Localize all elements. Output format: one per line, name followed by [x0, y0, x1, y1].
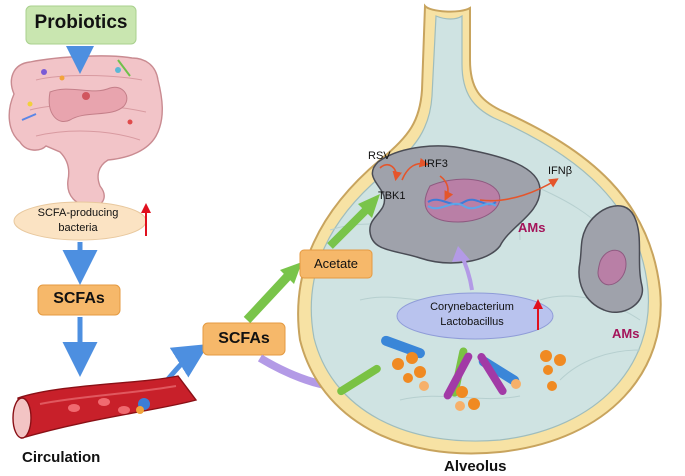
alveolus-label: Alveolus: [444, 458, 507, 475]
circulation-label: Circulation: [22, 449, 101, 466]
arrow-tbk1-to-irf3: [401, 158, 430, 181]
acetate-label: Acetate: [313, 256, 359, 271]
arrow-acetate-to-am: [327, 205, 371, 249]
probiotics-label: Probiotics: [34, 12, 128, 33]
arrow-scfas-to-acetate: [243, 272, 292, 324]
bacteria-cluster: [337, 335, 566, 411]
lung-bacteria-label-line1: Corynebacterium: [430, 301, 514, 313]
ams-label-main: AMs: [518, 220, 546, 235]
arrow-nucleus-to-ifnb: [479, 178, 559, 202]
blood-vessel-illustration: [12, 375, 198, 439]
lung-bacteria-ellipse: [396, 292, 554, 340]
arrow-irf3-to-nucleus: [439, 175, 454, 201]
scfas-middle-box: [202, 322, 286, 356]
rsv-label: RSV: [368, 150, 391, 162]
arrow-rsv-to-tbk1: [379, 163, 402, 182]
alveolar-macrophage-main: [369, 145, 541, 264]
irf3-label: IRF3: [424, 158, 448, 170]
acetate-box: [299, 249, 373, 279]
scfa-producing-bacteria-label-line2: bacteria: [58, 222, 98, 234]
probiotics-box: [25, 5, 137, 45]
lung-bacteria-label-line2: Lactobacillus: [440, 316, 504, 328]
ifnb-label: IFNβ: [548, 165, 573, 177]
scfas-middle-label: SCFAs: [218, 330, 270, 347]
scfas-left-box: [37, 284, 121, 316]
scfa-producing-bacteria-label-line1: SCFA-producing: [37, 207, 119, 219]
scfas-left-label: SCFAs: [53, 290, 105, 307]
ams-label-secondary: AMs: [612, 326, 640, 341]
tbk1-label: TBK1: [378, 190, 406, 202]
alveolar-macrophage-secondary: [578, 205, 644, 314]
intestine-illustration: [8, 55, 163, 207]
